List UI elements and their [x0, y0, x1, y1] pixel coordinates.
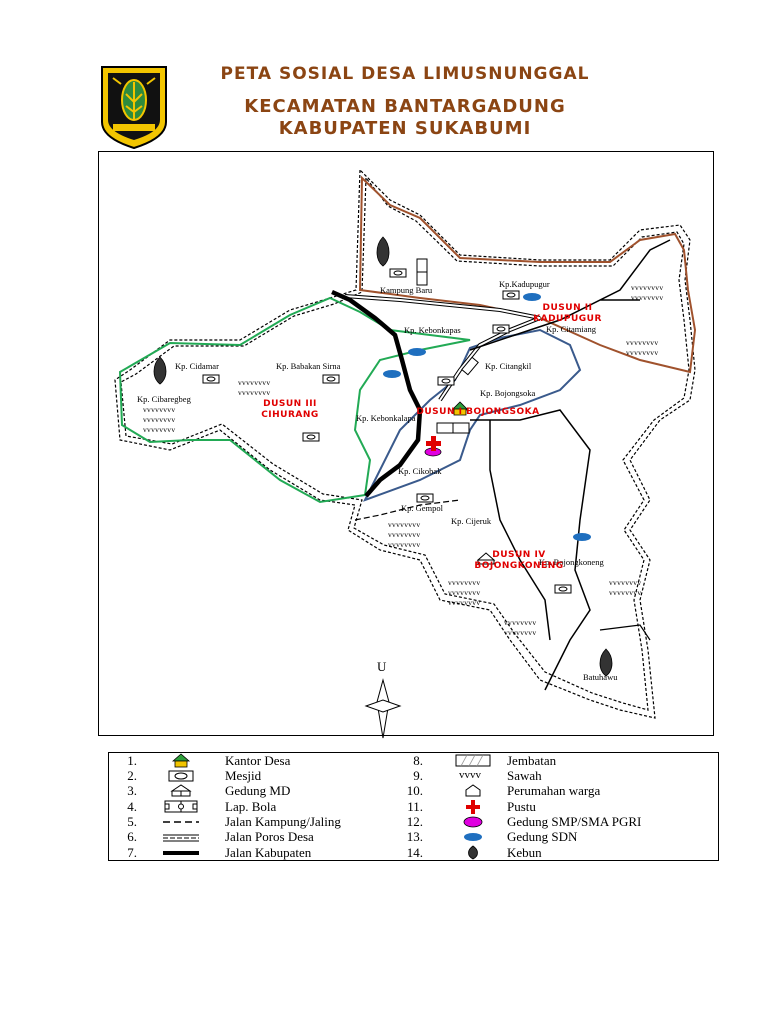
map-subtitle-kabupaten: KABUPATEN SUKABUMI — [278, 118, 532, 139]
sawah-icon: vvvv — [459, 769, 481, 781]
dusun-label: DUSUN I BOJONGSOKA — [416, 407, 540, 417]
lap-bola-icon — [164, 800, 198, 813]
mesjid-icon — [168, 770, 194, 782]
place-label: Kp. Citamiang — [546, 324, 597, 334]
kebun-icon — [468, 845, 478, 860]
place-label: Kp. Gempol — [401, 503, 444, 513]
pustu-icon — [466, 800, 480, 814]
place-label: Kp.Kadupugur — [499, 279, 550, 289]
jembatan-icon — [455, 754, 491, 767]
map-subtitle-kecamatan: KECAMATAN BANTARGADUNG — [244, 96, 566, 117]
place-label: Kp. Citangkil — [485, 361, 532, 371]
north-label: U — [377, 659, 387, 674]
place-label: Kp. Cidamar — [175, 361, 219, 371]
kabupaten-sukabumi-logo-icon — [101, 66, 167, 150]
place-label: Kampung Baru — [380, 285, 433, 295]
place-label: Kp. Bojongkoneng — [539, 557, 604, 567]
jalan-kampung-icon — [163, 821, 199, 823]
place-label: Kp. Babakan Sirna — [276, 361, 341, 371]
map-title: PETA SOSIAL DESA LIMUSNUNGGAL — [220, 64, 590, 84]
jalan-poros-icon — [163, 834, 199, 842]
place-label: Kp. Cikobak — [398, 466, 442, 476]
dusun-label: DUSUN IV BOJONGKONENG — [474, 550, 564, 571]
place-label: Kp. Kebonkapas — [404, 325, 461, 335]
place-label: Kp. Cibaregbeg — [137, 394, 191, 404]
sdn-icon — [464, 833, 482, 841]
gedung-md-icon — [170, 784, 192, 797]
smp-icon — [463, 816, 483, 828]
dusun-label: DUSUN III CIHURANG — [261, 399, 319, 420]
perumahan-icon — [465, 784, 481, 797]
place-label: Kp. Bojongsoka — [480, 388, 536, 398]
map-frame — [98, 151, 714, 736]
place-label: Kp. Cijeruk — [451, 516, 492, 526]
place-label: Kp. Kebonkalapa — [356, 413, 416, 423]
place-label: Batuhawu — [583, 672, 618, 682]
dusun-label: DUSUN II KADUPUGUR — [533, 303, 602, 324]
jalan-kabupaten-icon — [163, 851, 199, 855]
map-legend: 1. Kantor Desa 2. Mesjid 3. Gedung MD 4.… — [108, 752, 719, 861]
kantor-desa-icon — [171, 753, 191, 768]
